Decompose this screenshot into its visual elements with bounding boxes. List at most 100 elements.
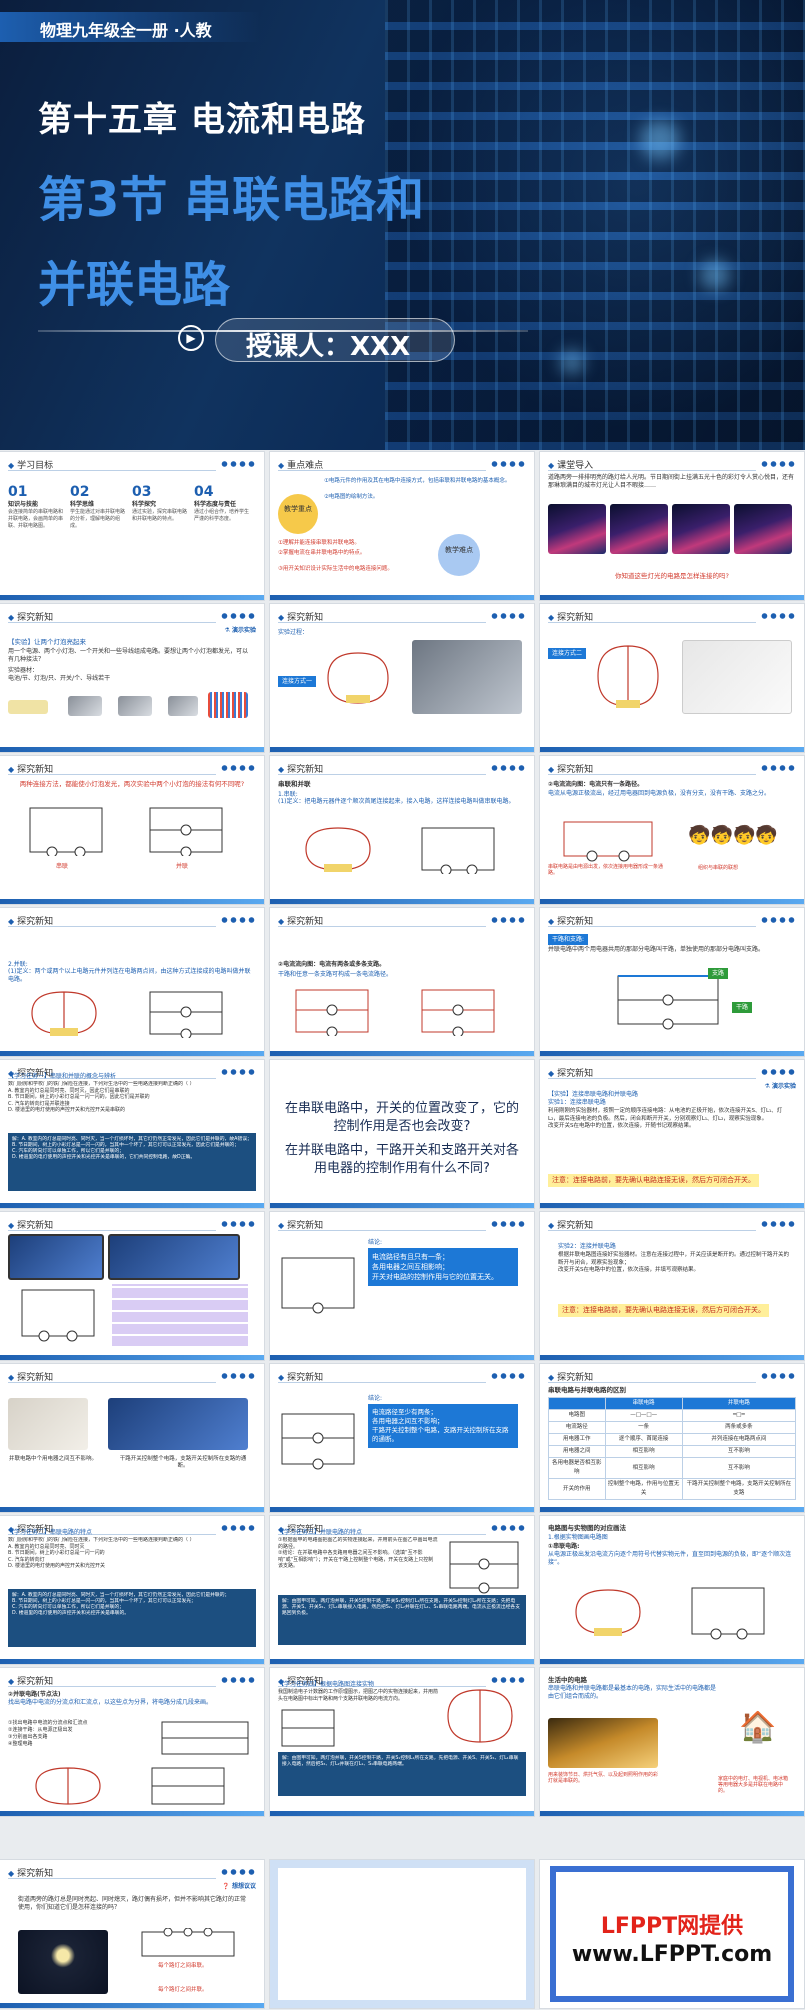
slide-tag: 探究新知	[278, 1370, 323, 1383]
node-diagram	[161, 1721, 249, 1755]
experiment-title: 【实验】连接串联电路和并联电路	[548, 1091, 639, 1098]
parallel-circuit-diagram	[449, 1541, 519, 1594]
slide-tag: 探究新知	[278, 1522, 323, 1535]
table-cell: 开关的作用	[548, 1478, 606, 1500]
parallel-circuit-diagram	[149, 991, 223, 1038]
parallel-circuit-diagram	[281, 1413, 355, 1470]
light-glow	[700, 260, 730, 290]
diff-point-2: ②掌握电流在串并联电路中的特点。	[278, 550, 366, 556]
goal-number: 04	[194, 484, 214, 500]
play-icon: ▶	[178, 325, 204, 351]
parallel-circuit-diagram	[281, 1709, 335, 1747]
caption: 干路开关控制整个电路，支路开关控制所在支路的通断。	[118, 1456, 248, 1470]
diff-point-3: ③用开关知识设计实际生活中的电路连接问题。	[278, 566, 393, 572]
city-lights-photo	[734, 504, 792, 554]
slide-experiment-parallel: 探究新知 实验2：连接并联电路 根据并联电路图连接好实验器材。注意在连接过程中，…	[540, 1212, 804, 1360]
slide-tag: 探究新知	[8, 610, 53, 623]
slide-series-photos: 探究新知	[0, 1212, 264, 1360]
parallel-circuit-diagram	[151, 1767, 225, 1805]
trunk-branch-chip: 干路和支路:	[548, 934, 589, 945]
current-flow-diagram	[421, 989, 495, 1036]
caption: 组织与串联的联想	[698, 865, 739, 871]
table-row: 用电器工作逐个顺序、首尾连接并列连接在电路两点间	[548, 1433, 797, 1446]
wires-image	[208, 692, 248, 718]
material-list: 电池/节、灯泡/只、开关/个、导线若干	[8, 675, 111, 682]
task-title: 【学习任务三】并联电路的特点	[278, 1529, 363, 1536]
slide-tag: 探究新知	[8, 914, 53, 927]
think-text: 街道两旁的路灯总是同时亮起、同时熄灭，路灯偶有损坏，但并不影响其它路灯的正常使用…	[18, 1896, 247, 1911]
caption-text: 干路开关控制整个电路，支路开关控制所在支路的通断。	[119, 1456, 247, 1469]
table-cell: 干路开关控制整个电路，支路开关控制所在支路	[681, 1478, 797, 1500]
conclusion-box: 电流路径至少有两条； 各用电器之间互不影响； 干路开关控制整个电路，支路开关控制…	[368, 1404, 518, 1448]
slide-heading: ②电流流向图：电流只有一条路径。	[548, 781, 644, 788]
slide-tag: 探究新知	[8, 1522, 53, 1535]
slide-heading: 串联和并联	[278, 780, 311, 788]
lecturer-badge: 授课人：XXX	[215, 318, 455, 362]
slide-blank	[270, 1860, 534, 2008]
goal-title: 科学思维	[70, 501, 95, 508]
conclusion-box: 电流路径有且只有一条； 各用电器之间互相影响； 开关对电路的控制作用与它的位置无…	[368, 1248, 518, 1286]
task-answer: 解：由图甲可知，两灯泡并联，开关S控制干路，开关S₁控制L₁所在支路，先把电源、…	[278, 1752, 526, 1796]
slide-tag: 探究新知	[548, 1370, 593, 1383]
current-text: 电流从电源正极流出，经过用电器回到电源负极，没有分支，没有干路、支路之分。	[548, 790, 771, 797]
circuit-sketch	[597, 645, 659, 708]
table-header	[548, 1397, 606, 1410]
task-question: 数门厨房和学校门的铁门保险在连接，下列对生活中的一些电路连接判断正确的（ ） A…	[8, 1537, 195, 1569]
table-cell: 用电器之间	[548, 1445, 606, 1458]
slide-tag: 课堂导入	[548, 458, 593, 471]
hands-experiment-photo	[412, 640, 522, 714]
experiment-photo	[108, 1234, 240, 1280]
life-text: 串联电路和并联电路都是最基本的电路，实际生活中的电路都是由它们组合而成的。	[548, 1685, 717, 1700]
slide-series-definition: 探究新知 串联和并联 1.串联: (1)定义：把电路元器件逐个顺次首尾连接起来，…	[270, 756, 534, 904]
diff-badge: 教学难点	[438, 534, 480, 576]
caption: 每个路灯之间并联。	[158, 1987, 208, 1993]
slide-method-one: 探究新知 实验过程： 连接方式一	[270, 604, 534, 752]
experiment-text: 用一个电源、两个小灯泡、一个开关和一些导线组成电路。要想让两个小灯泡都发光，可以…	[8, 648, 249, 663]
circuit-sketch	[327, 652, 389, 704]
section-title-line2: 并联电路	[38, 257, 231, 313]
table-cell: 逐个顺序、首尾连接	[604, 1433, 683, 1446]
subheading: ②并联电路(节点法)	[8, 1691, 61, 1698]
subheading: 2.并联:	[8, 961, 28, 968]
conclusion-label: 结论:	[368, 1395, 383, 1402]
table-cell: 一条	[604, 1421, 683, 1434]
demo-label: 演示实验	[771, 1083, 796, 1090]
city-lights-photo	[548, 504, 606, 554]
promo-line-1: LFPPT网提供	[600, 1914, 744, 1939]
intro-question: 你知道这些灯光的电路是怎样连接的吗?	[615, 572, 729, 580]
series-label: 串联	[56, 863, 69, 870]
demo-label: 演示实验	[231, 627, 256, 634]
slide-trunk-branch: 探究新知 干路和支路: 并联电路中两个用电器共用的那部分电路叫干路，单独使用的那…	[540, 908, 804, 1056]
slide-task-three: 探究新知 【学习任务三】并联电路的特点 ①根据图甲的电路图把图乙的实物连接起来，…	[270, 1516, 534, 1664]
slide-life-circuits: 生活中的电路 串联电路和并联电路都是最基本的电路，实际生活中的电路都是由它们组合…	[540, 1668, 804, 1816]
compare-question: 两种连接方法，都能使小灯泡发光，两次实验中两个小灯泡的接法有何不同呢?	[19, 780, 245, 788]
slide-tag: 探究新知	[8, 1866, 53, 1879]
current-text: 干路和任意一条支路可构成一条电流路径。	[278, 971, 393, 978]
table-row: 用电器之间相互影响互不影响	[548, 1445, 797, 1458]
task-answer: 解：A. 教室内的灯总是同时亮、同时灭，当一个灯损坏时，其它灯仍然正常发光，因此…	[8, 1589, 256, 1647]
table-row: 各用电器是否相互影响相互影响互不影响	[548, 1457, 797, 1479]
slide-node-method: 探究新知 ②并联电路(节点法) 找出电路中电流的分流点和汇流点，以这些点为分界，…	[0, 1668, 264, 1816]
experiment-title: 【实验】让两个灯泡亮起来	[8, 638, 86, 646]
experiment-text: 利用刚刚的实验器材，按照一定的顺序连接电路：从电池的正极开始，依次连接开关S、灯…	[548, 1108, 783, 1129]
caption: 家庭中的电灯、电视机、电冰箱等用电器大多是并联在电路中的。	[718, 1776, 789, 1794]
components-photo	[682, 640, 792, 714]
material-label: 实验器材：	[8, 667, 39, 674]
slide-tag: 探究新知	[278, 1218, 323, 1231]
table-header-row: 串联电路 并联电路	[548, 1397, 797, 1410]
task-question: 我国制造电子计数器的工作原理图示，把图乙中的实物连接起来，并用箭头在电路图中标出…	[278, 1689, 439, 1702]
subheading: 实验1：连接串联电路	[548, 1099, 606, 1106]
slide-compare-question: 探究新知 两种连接方法，都能使小灯泡发光，两次实验中两个小灯泡的接法有何不同呢?…	[0, 756, 264, 904]
question-icon: ❓	[222, 1883, 230, 1890]
process-label: 实验过程：	[278, 629, 309, 636]
slide-tag: 探究新知	[278, 1674, 323, 1687]
table-row: 电路图—□—□—═□═	[548, 1409, 797, 1422]
task-question: ①根据图甲的电路图把图乙的实物连接起来，并用箭头在图乙中画出电流的路径。 ②结论…	[278, 1537, 438, 1569]
table-cell: 互不影响	[681, 1445, 797, 1458]
parallel-physical-circuit	[31, 991, 97, 1036]
switch-question-2: 在并联电路中，干路开关和支路开关对各用电器的控制作用有什么不同?	[284, 1143, 519, 1176]
experiment-photo	[8, 1234, 104, 1280]
goal-text: 通过小组合作，培养学生严谨的科学态度。	[194, 509, 250, 522]
goal-title: 科学探究	[132, 501, 157, 508]
experiment-text: 根据并联电路图连接好实验器材。注意在连接过程中，开关应该是断开的。通过控制干路开…	[558, 1252, 790, 1273]
